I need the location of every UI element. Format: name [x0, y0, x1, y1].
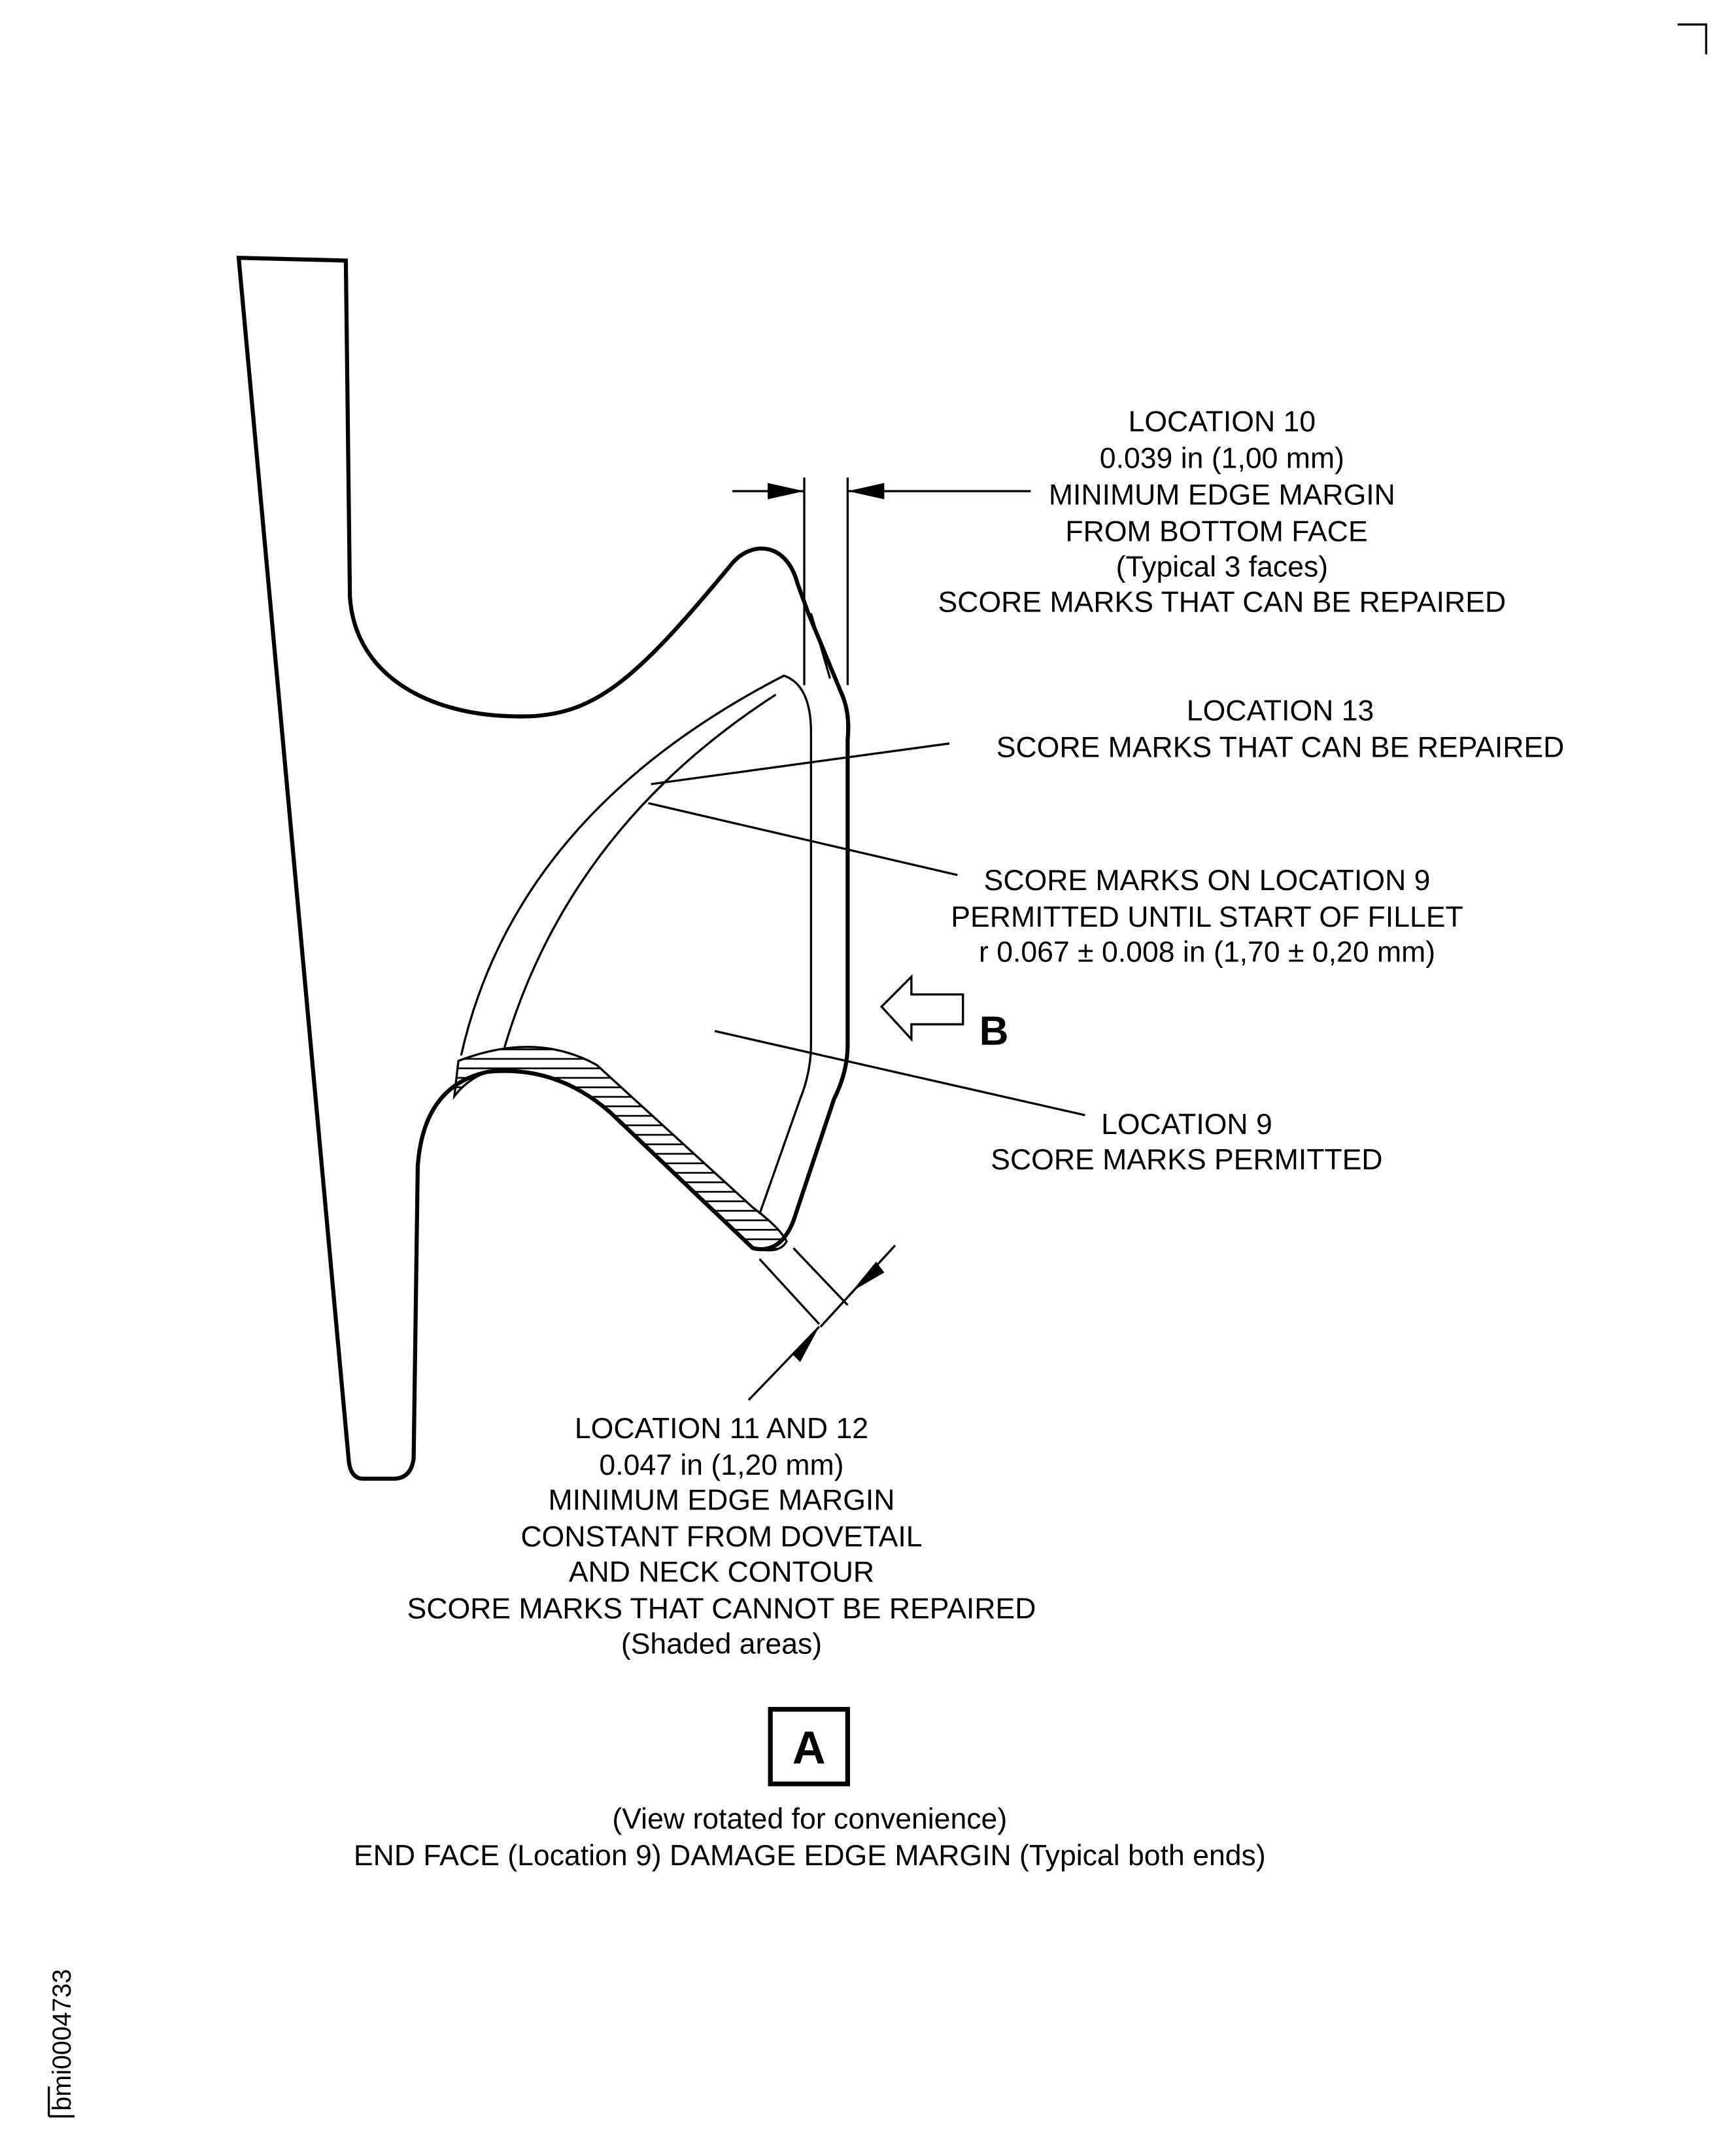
view-a-box [768, 1707, 851, 1787]
svg-text:0.039 in (1,00 mm): 0.039 in (1,00 mm) [1100, 443, 1344, 475]
svg-text:AND NECK CONTOUR: AND NECK CONTOUR [569, 1557, 874, 1589]
loc11-note: LOCATION 11 AND 12 0.047 in (1,20 mm) MI… [407, 1413, 1036, 1661]
svg-text:SCORE MARKS THAT CANNOT BE REP: SCORE MARKS THAT CANNOT BE REPAIRED [407, 1593, 1036, 1625]
svg-text:(Shaded areas): (Shaded areas) [621, 1628, 822, 1661]
svg-text:SCORE MARKS THAT CAN BE REPAIR: SCORE MARKS THAT CAN BE REPAIRED [996, 732, 1565, 764]
fillet-note: SCORE MARKS ON LOCATION 9 PERMITTED UNTI… [951, 865, 1463, 969]
svg-text:LOCATION 11 AND 12: LOCATION 11 AND 12 [575, 1413, 868, 1445]
svg-text:LOCATION 13: LOCATION 13 [1187, 695, 1374, 727]
svg-text:PERMITTED UNTIL START OF FILLE: PERMITTED UNTIL START OF FILLET [951, 901, 1463, 933]
view-b-arrow-icon [879, 974, 964, 1042]
caption: (View rotated for convenience) END FACE … [354, 1803, 1266, 1872]
svg-text:CONSTANT FROM DOVETAIL: CONSTANT FROM DOVETAIL [520, 1521, 922, 1553]
svg-text:MINIMUM EDGE MARGIN: MINIMUM EDGE MARGIN [1049, 479, 1395, 511]
svg-text:(Typical 3 faces): (Typical 3 faces) [1116, 551, 1329, 583]
svg-text:LOCATION 10: LOCATION 10 [1129, 406, 1316, 438]
fillet-line-outer [460, 674, 813, 1215]
top-dimension [732, 477, 1031, 685]
bottom-dimension [747, 1245, 896, 1401]
view-a-label: A [792, 1722, 826, 1774]
svg-text:SCORE MARKS ON LOCATION 9: SCORE MARKS ON LOCATION 9 [984, 865, 1431, 897]
leader-loc9 [714, 1029, 1085, 1116]
svg-text:END FACE (Location 9) DAMAGE E: END FACE (Location 9) DAMAGE EDGE MARGIN… [354, 1840, 1266, 1872]
loc13-note: LOCATION 13 SCORE MARKS THAT CAN BE REPA… [996, 695, 1565, 764]
leader-fillet [648, 802, 958, 876]
loc9-note: LOCATION 9 SCORE MARKS PERMITTED [991, 1109, 1382, 1176]
svg-text:SCORE MARKS PERMITTED: SCORE MARKS PERMITTED [991, 1144, 1382, 1176]
svg-text:(View rotated for convenience): (View rotated for convenience) [612, 1803, 1007, 1835]
edge-line [809, 613, 832, 679]
svg-text:SCORE MARKS THAT CAN BE REPAIR: SCORE MARKS THAT CAN BE REPAIRED [938, 587, 1506, 619]
part-outline [236, 256, 851, 1481]
shaded-area [452, 1046, 788, 1252]
leader-loc13 [651, 742, 950, 785]
corner-mark [1677, 23, 1708, 55]
svg-text:MINIMUM EDGE MARGIN: MINIMUM EDGE MARGIN [548, 1485, 894, 1517]
svg-text:0.047 in (1,20 mm): 0.047 in (1,20 mm) [599, 1449, 843, 1481]
fillet-line-inner [503, 693, 777, 1048]
figure-id-bracket [48, 2086, 75, 2118]
svg-text:FROM BOTTOM FACE: FROM BOTTOM FACE [1065, 516, 1367, 548]
loc10-note: LOCATION 10 0.039 in (1,00 mm) MINIMUM E… [938, 406, 1506, 619]
svg-text:LOCATION 9: LOCATION 9 [1101, 1109, 1272, 1141]
svg-text:r 0.067 ± 0.008 in (1,70 ± 0,2: r 0.067 ± 0.008 in (1,70 ± 0,20 mm) [979, 937, 1435, 969]
view-b-label: B [979, 1008, 1009, 1054]
figure-id: bmi0004733 [48, 1969, 77, 2111]
